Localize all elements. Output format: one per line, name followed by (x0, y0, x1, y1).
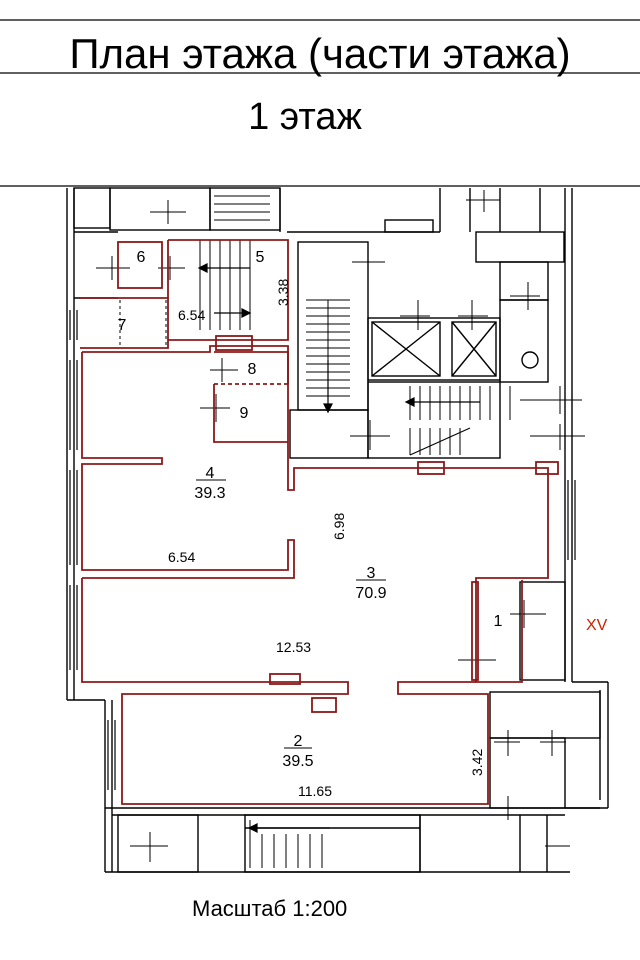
premises-outline (80, 239, 559, 805)
dimension-6-54-top: 6.54 (178, 307, 205, 323)
room-number-7: 7 (118, 317, 127, 334)
section-label: XV (586, 617, 608, 634)
plan-title: План этажа (части этажа) (69, 30, 571, 77)
building-walls (66, 187, 609, 873)
dimension-3-38: 3.38 (275, 279, 291, 306)
windows-left (69, 310, 576, 790)
dimension-12-53: 12.53 (276, 639, 311, 655)
dimension-labels: 6.54 3.38 6.98 6.54 12.53 11.65 3.42 (168, 279, 485, 799)
room-number-3: 3 (367, 565, 376, 582)
dimension-11-65: 11.65 (298, 783, 332, 799)
room-area-4: 39.3 (194, 485, 225, 502)
room-labels: 1 2 3 4 5 6 7 8 9 (118, 249, 503, 750)
direction-arrows (197, 263, 480, 833)
stair-treads (199, 195, 511, 868)
dimension-3-42: 3.42 (469, 749, 485, 776)
scale-label: Масштаб 1:200 (192, 896, 348, 921)
room-number-1: 1 (494, 613, 503, 630)
area-fraction-lines (196, 479, 386, 749)
floor-label: 1 этаж (248, 96, 362, 138)
room-number-9: 9 (240, 405, 249, 422)
room-areas: 39.5 70.9 39.3 (194, 485, 386, 770)
dimension-6-98: 6.98 (331, 513, 347, 540)
room-number-5: 5 (256, 249, 265, 266)
room-number-6: 6 (137, 249, 146, 266)
dimension-6-54-bottom: 6.54 (168, 549, 195, 565)
room-number-8: 8 (248, 361, 257, 378)
room-number-2: 2 (294, 733, 303, 750)
room-number-4: 4 (206, 465, 215, 482)
room-area-3: 70.9 (355, 585, 386, 602)
grid-marks (96, 190, 585, 862)
room-area-2: 39.5 (282, 753, 313, 770)
